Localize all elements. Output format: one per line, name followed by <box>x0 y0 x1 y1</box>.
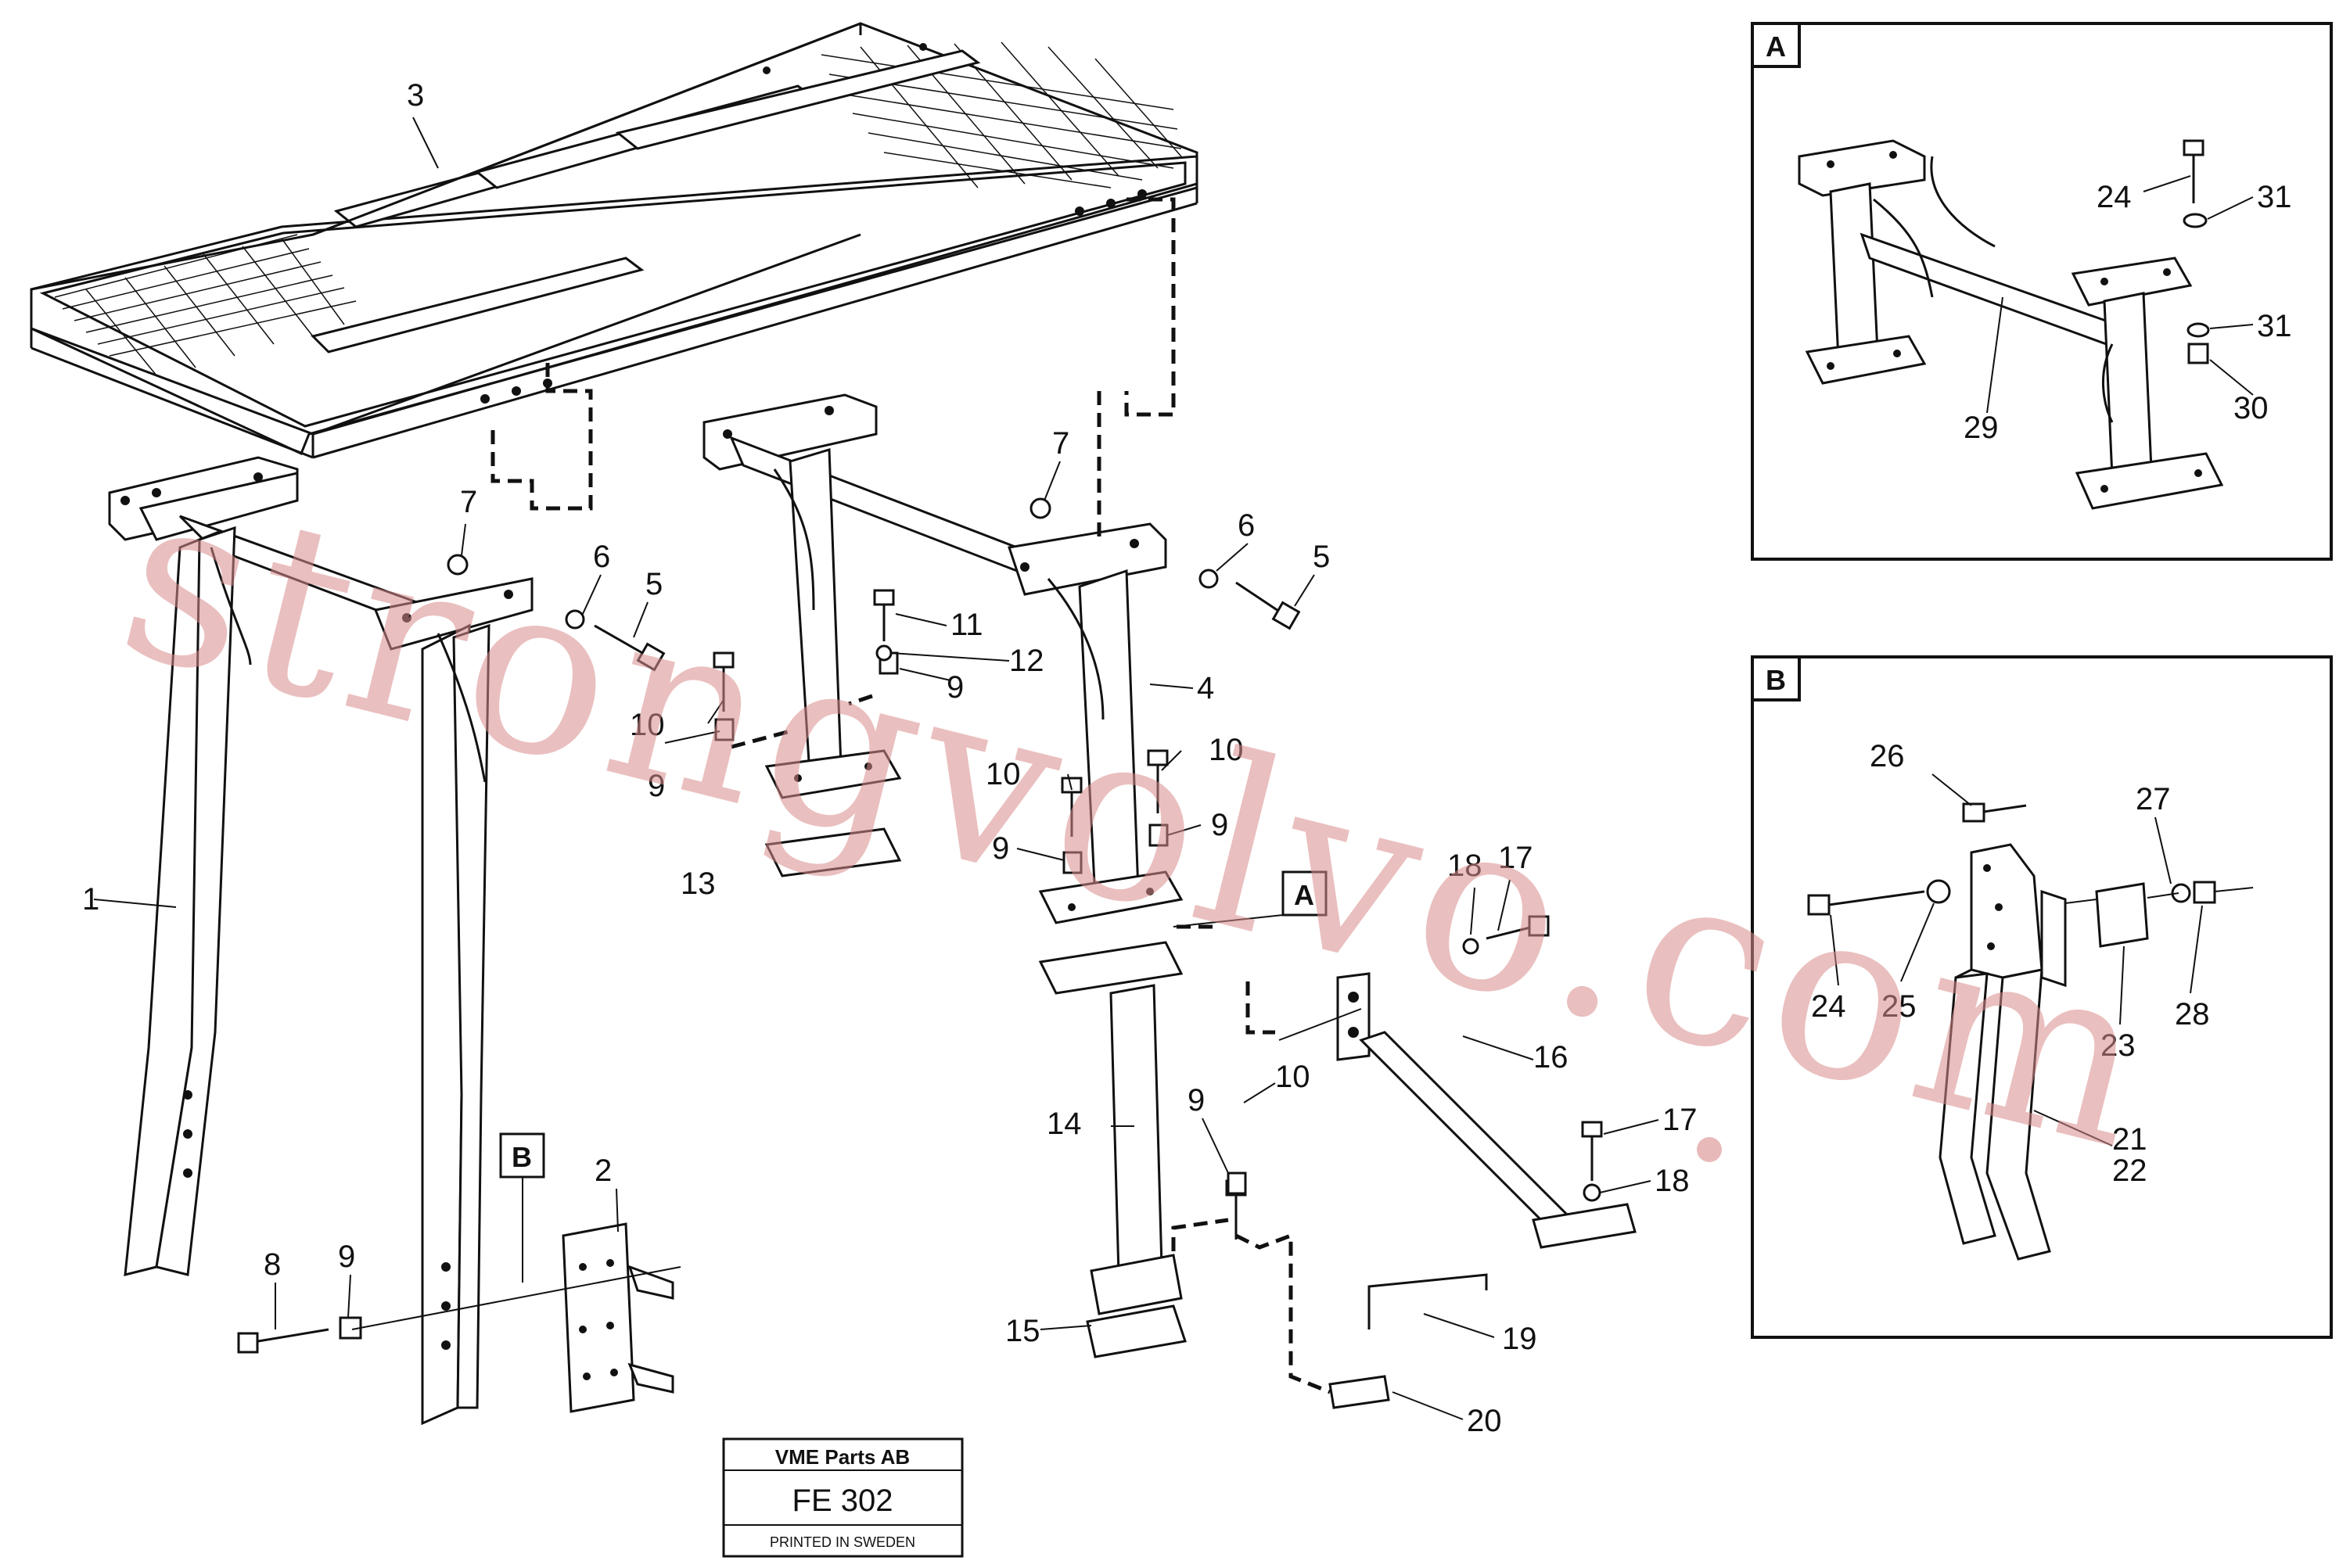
callout: 22 <box>2112 1154 2147 1188</box>
callout: 3 <box>407 78 424 113</box>
reference-flag-b: B <box>499 1132 545 1179</box>
reference-flag-a: A <box>1281 870 1328 917</box>
platform-grating <box>30 22 1198 459</box>
callout: 12 <box>1009 644 1044 678</box>
callout: 30 <box>2233 391 2269 425</box>
stamp-company: VME Parts AB <box>775 1445 910 1469</box>
detail-a-label: A <box>1766 30 1786 63</box>
callout: 5 <box>645 567 663 601</box>
callout: 27 <box>2136 782 2171 816</box>
callout: 9 <box>947 670 964 705</box>
callout: 21 <box>2112 1122 2147 1157</box>
callout: 16 <box>1533 1040 1568 1075</box>
callout: 26 <box>1870 739 1905 773</box>
callout: 7 <box>460 485 477 519</box>
callout: 31 <box>2257 309 2292 343</box>
callout: 24 <box>2097 180 2132 214</box>
callout: 18 <box>1655 1164 1690 1198</box>
callout: 17 <box>1662 1103 1698 1137</box>
callout: 9 <box>338 1240 355 1274</box>
watermark-dot <box>1697 1137 1722 1162</box>
assembly-dashed-lines <box>490 197 2040 1394</box>
stamp-note: PRINTED IN SWEDEN <box>770 1534 915 1550</box>
callout: 8 <box>264 1247 281 1282</box>
callout: 29 <box>1964 411 1999 445</box>
callout: 1 <box>82 882 99 917</box>
callout: 10 <box>986 757 1021 791</box>
callout: 25 <box>1881 989 1917 1024</box>
callout: 14 <box>1047 1107 1082 1141</box>
front-support-frame <box>108 456 534 1426</box>
publisher-stamp: VME Parts AB FE 302 PRINTED IN SWEDEN <box>722 1437 964 1558</box>
callout: 2 <box>595 1154 612 1188</box>
callout: 24 <box>1811 989 1846 1024</box>
rear-support-frame <box>702 393 1184 995</box>
callout: 5 <box>1313 540 1330 574</box>
callout: 6 <box>593 540 610 574</box>
stamp-code: FE 302 <box>792 1484 893 1518</box>
callout: 7 <box>1052 426 1069 461</box>
fasteners <box>237 497 1603 1354</box>
leader-lines <box>93 117 1659 1420</box>
callout: 9 <box>1211 808 1228 842</box>
mounting-plate <box>562 1222 674 1413</box>
callout: 31 <box>2257 180 2292 214</box>
callout: 23 <box>2100 1028 2136 1063</box>
detail-a-panel: A 24 31 31 29 30 <box>1751 22 2333 561</box>
handle-bracket <box>1328 1273 1488 1409</box>
callout: 13 <box>681 867 716 901</box>
callout: 15 <box>1005 1314 1040 1348</box>
callout: 6 <box>1238 508 1255 543</box>
standing-post <box>1086 984 1187 1358</box>
callout: 9 <box>1188 1083 1205 1118</box>
callout: 28 <box>2175 997 2210 1032</box>
callout: 18 <box>1447 849 1482 883</box>
callout: 9 <box>648 769 665 803</box>
diagonal-brace <box>1336 972 1637 1249</box>
callout: 11 <box>950 608 983 642</box>
callout: 9 <box>992 831 1009 866</box>
main-callouts: 3 7 6 5 7 6 5 11 12 9 10 9 4 10 10 9 9 1… <box>82 78 1698 1438</box>
callout: 4 <box>1197 671 1214 705</box>
ref-flag-a-label: A <box>1294 879 1314 911</box>
detail-b-panel: B 26 27 24 25 23 <box>1751 655 2333 1339</box>
detail-b-label: B <box>1766 664 1786 696</box>
callout: 10 <box>630 708 665 742</box>
callout: 19 <box>1502 1322 1537 1356</box>
ref-flag-b-label: B <box>512 1141 532 1173</box>
callout: 17 <box>1498 841 1533 875</box>
callout: 10 <box>1275 1060 1310 1094</box>
callout: 10 <box>1209 733 1244 767</box>
callout: 20 <box>1467 1404 1502 1438</box>
